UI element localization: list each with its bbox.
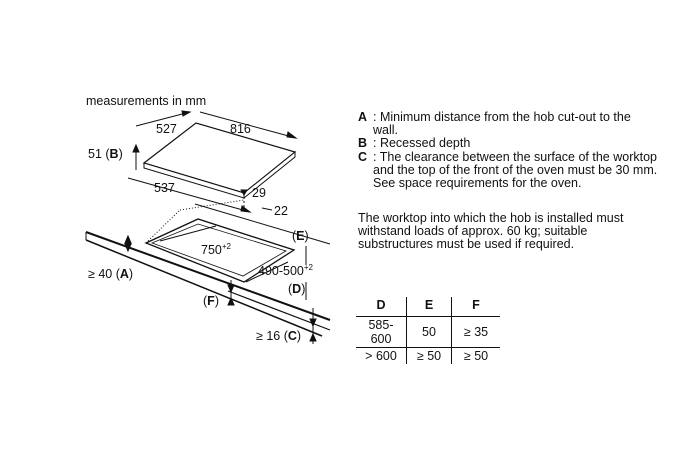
table-header-row: D E F bbox=[356, 297, 500, 317]
dim-line-cutout-width bbox=[159, 225, 217, 242]
cutout-inner-edge bbox=[150, 223, 287, 277]
column-header-E: E bbox=[406, 297, 452, 317]
table-cell: ≥ 50 bbox=[406, 347, 452, 364]
legend-item-C: C : The clearance between the surface of… bbox=[358, 149, 658, 191]
label-cutout-width: 750+2 bbox=[201, 242, 232, 257]
label-C: ≥ 16 (C) bbox=[256, 329, 301, 343]
table-row: 585-600 50 ≥ 35 bbox=[356, 316, 500, 348]
dim-line-hob-width bbox=[199, 111, 297, 139]
legend-text: : bbox=[373, 110, 380, 124]
legend-text: : bbox=[373, 136, 380, 151]
clearance-table: D E F 585-600 50 ≥ 35 > 600 ≥ 50 ≥ 50 bbox=[356, 297, 500, 364]
hob-body bbox=[142, 122, 297, 200]
label-D: (D) bbox=[288, 282, 305, 296]
label-B: 51 (B) bbox=[88, 147, 123, 161]
legend-key: A bbox=[358, 110, 368, 124]
label-edge-29: 29 bbox=[252, 186, 266, 200]
column-header-D: D bbox=[356, 297, 407, 317]
arrowhead bbox=[124, 234, 132, 244]
arrowhead bbox=[227, 284, 235, 294]
projection-line bbox=[145, 209, 181, 244]
table-cell: 50 bbox=[406, 316, 452, 348]
label-A: ≥ 40 (A) bbox=[88, 267, 133, 281]
table-cell: 585-600 bbox=[356, 316, 407, 348]
legend-text: Recessed depth bbox=[379, 136, 471, 151]
units-caption: measurements in mm bbox=[86, 94, 206, 108]
label-E: (E) bbox=[292, 229, 309, 243]
worktop-load-note: The worktop into which the hob is instal… bbox=[358, 211, 624, 252]
arrowhead bbox=[181, 110, 192, 117]
table-cell: ≥ 50 bbox=[451, 347, 500, 364]
arrowhead bbox=[124, 243, 132, 253]
legend-item-A: A : Minimum distance from the hob cut-ou… bbox=[358, 110, 658, 138]
table-row: > 600 ≥ 50 ≥ 50 bbox=[356, 347, 500, 364]
arrowhead bbox=[240, 189, 248, 196]
dim-line-hob-depth bbox=[135, 111, 191, 127]
arrowhead bbox=[227, 296, 235, 306]
legend-text: Minimum distance from the hob cut-out to… bbox=[373, 110, 631, 138]
legend-key: C bbox=[358, 149, 368, 164]
arrowhead bbox=[309, 332, 317, 342]
arrowhead bbox=[240, 205, 252, 213]
label-hob-width: 816 bbox=[230, 122, 251, 136]
hob-installation-drawing: measurements in mm 527 816 51 (B) 537 29… bbox=[85, 94, 331, 344]
dimension-legend: A : Minimum distance from the hob cut-ou… bbox=[358, 110, 658, 191]
label-hob-depth: 527 bbox=[156, 122, 177, 136]
dim-line-cutout-depth bbox=[127, 177, 251, 213]
arrowhead bbox=[286, 131, 298, 139]
label-cutout-depth-range: 490-500+2 bbox=[258, 263, 314, 278]
legend-item-B: B : Recessed depth bbox=[358, 137, 658, 150]
label-edge-22: 22 bbox=[274, 204, 288, 218]
legend-text: The clearance between the surface of the… bbox=[373, 149, 658, 191]
label-cutout-depth: 537 bbox=[154, 181, 175, 195]
arrowhead bbox=[132, 143, 140, 153]
arrowhead bbox=[309, 318, 317, 328]
table-cell: ≥ 35 bbox=[451, 316, 500, 348]
dim-line-22 bbox=[261, 207, 273, 211]
table-cell: > 600 bbox=[365, 349, 397, 363]
legend-text: : bbox=[373, 149, 380, 164]
dim-line-cutout-range bbox=[245, 261, 289, 283]
label-F: (F) bbox=[203, 294, 219, 308]
column-header-F: F bbox=[451, 297, 500, 317]
legend-key: B bbox=[358, 136, 368, 151]
